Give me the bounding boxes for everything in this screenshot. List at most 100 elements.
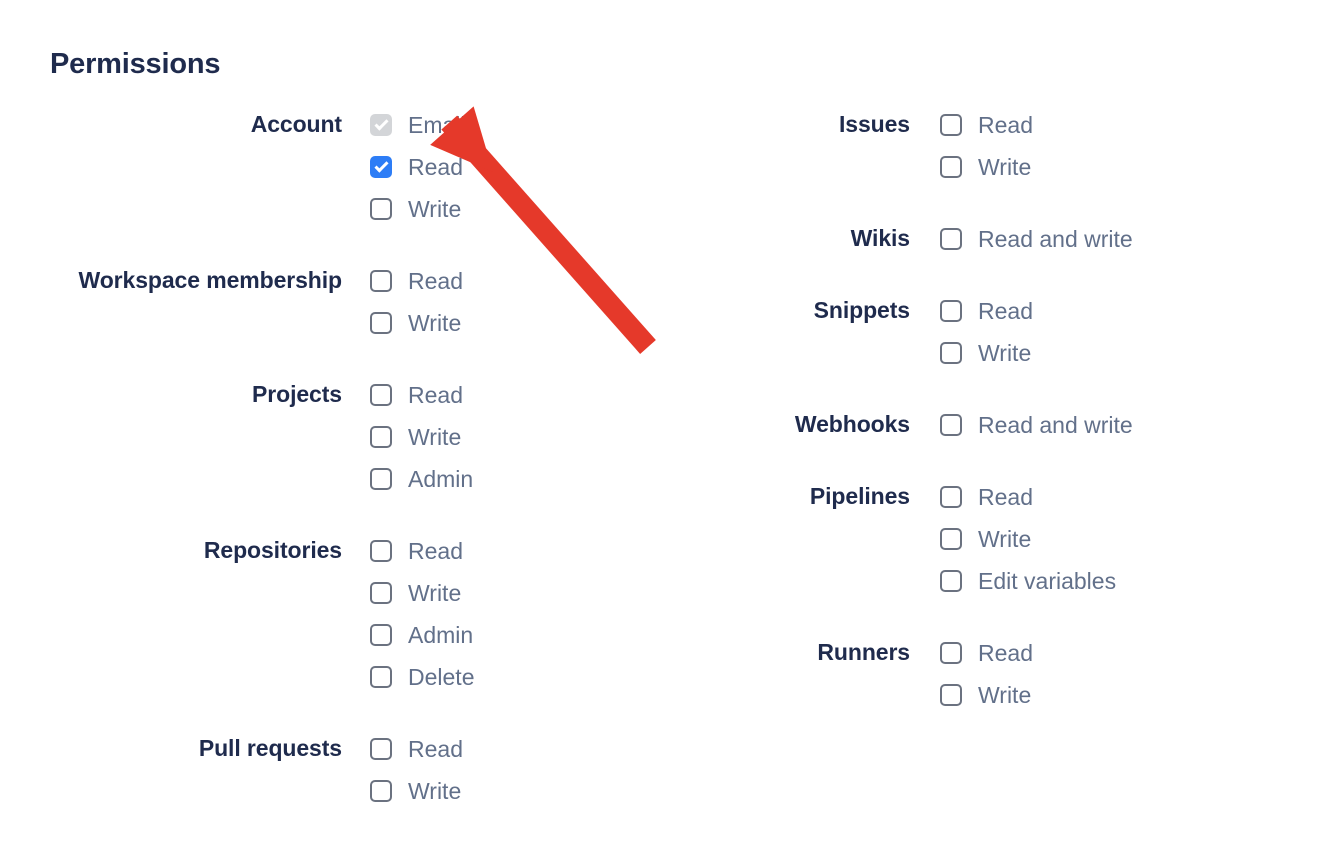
checkbox-repositories-admin[interactable] <box>370 624 392 646</box>
checkbox-wikis-read-and-write[interactable] <box>940 228 962 250</box>
permission-option-row[interactable]: Read <box>940 632 1322 674</box>
permission-option-row[interactable]: Read <box>370 260 660 302</box>
checkbox-projects-read[interactable] <box>370 384 392 406</box>
permission-option-row[interactable]: Write <box>370 572 660 614</box>
permission-option-label: Read <box>978 483 1033 510</box>
permission-option-list: Read and write <box>910 404 1322 446</box>
permission-option-label: Write <box>408 777 462 804</box>
permission-option-label: Write <box>408 195 462 222</box>
permission-option-label: Read <box>408 735 463 762</box>
permission-option-label: Write <box>978 153 1032 180</box>
permission-option-row[interactable]: Write <box>940 518 1322 560</box>
permission-option-label: Read <box>978 639 1033 666</box>
checkbox-snippets-write[interactable] <box>940 342 962 364</box>
permission-group-label: Webhooks <box>794 411 910 437</box>
permission-option-label: Write <box>978 339 1032 366</box>
checkbox-projects-admin[interactable] <box>370 468 392 490</box>
permission-option-row[interactable]: Edit variables <box>940 560 1322 602</box>
permission-option-row[interactable]: Write <box>370 302 660 344</box>
permission-option-row[interactable]: Admin <box>370 458 660 500</box>
permission-option-label: Read <box>978 111 1033 138</box>
checkbox-pull-requests-read[interactable] <box>370 738 392 760</box>
check-icon <box>374 116 389 131</box>
checkbox-repositories-delete[interactable] <box>370 666 392 688</box>
permission-option-label: Write <box>978 681 1032 708</box>
checkbox-account-read[interactable] <box>370 156 392 178</box>
permission-option-row[interactable]: Read <box>370 530 660 572</box>
permission-option-label: Read <box>408 381 463 408</box>
checkbox-projects-write[interactable] <box>370 426 392 448</box>
permission-group-label: Issues <box>838 111 910 137</box>
permission-option-label: Write <box>408 309 462 336</box>
permission-group-label: Repositories <box>203 537 342 563</box>
permission-option-label: Read <box>408 153 463 180</box>
permission-option-row[interactable]: Read <box>370 728 660 770</box>
page-title: Permissions <box>50 48 221 80</box>
permission-option-list: Read and write <box>910 218 1322 260</box>
checkbox-account-email <box>370 114 392 136</box>
checkbox-runners-read[interactable] <box>940 642 962 664</box>
permission-option-label: Write <box>408 423 462 450</box>
permission-group-webhooks: Webhooks Read and write <box>660 404 1322 446</box>
permission-option-row[interactable]: Admin <box>370 614 660 656</box>
permission-option-row[interactable]: Read <box>940 104 1322 146</box>
permission-option-row[interactable]: Read and write <box>940 404 1322 446</box>
permission-group-label: Wikis <box>850 225 910 251</box>
checkbox-webhooks-read-and-write[interactable] <box>940 414 962 436</box>
checkbox-pipelines-read[interactable] <box>940 486 962 508</box>
checkbox-pipelines-edit-variables[interactable] <box>940 570 962 592</box>
permission-option-label: Read <box>408 537 463 564</box>
permission-option-row[interactable]: Write <box>940 674 1322 716</box>
check-icon <box>374 158 389 173</box>
permission-group-label: Snippets <box>813 297 910 323</box>
permission-option-row[interactable]: Read <box>370 374 660 416</box>
checkbox-pipelines-write[interactable] <box>940 528 962 550</box>
permission-group-label: Runners <box>817 639 910 665</box>
permission-group-label: Pull requests <box>198 735 342 761</box>
permission-option-label: Write <box>408 579 462 606</box>
permission-option-row[interactable]: Write <box>370 416 660 458</box>
permission-option-row[interactable]: Write <box>370 770 660 812</box>
permission-option-row[interactable]: Read and write <box>940 218 1322 260</box>
checkbox-runners-write[interactable] <box>940 684 962 706</box>
checkbox-issues-write[interactable] <box>940 156 962 178</box>
permission-option-row[interactable]: Read <box>940 290 1322 332</box>
checkbox-snippets-read[interactable] <box>940 300 962 322</box>
permission-option-label: Email <box>408 111 466 138</box>
checkbox-repositories-read[interactable] <box>370 540 392 562</box>
permission-option-row[interactable]: Read <box>370 146 660 188</box>
permission-option-label: Admin <box>408 621 474 648</box>
permission-option-row[interactable]: Write <box>940 146 1322 188</box>
checkbox-workspace-membership-write[interactable] <box>370 312 392 334</box>
checkbox-issues-read[interactable] <box>940 114 962 136</box>
checkbox-repositories-write[interactable] <box>370 582 392 604</box>
permission-option-row[interactable]: Write <box>370 188 660 230</box>
permission-option-label: Write <box>978 525 1032 552</box>
permission-option-row[interactable]: Write <box>940 332 1322 374</box>
permission-group-wikis: Wikis Read and write <box>660 218 1322 260</box>
checkbox-account-write[interactable] <box>370 198 392 220</box>
checkbox-pull-requests-write[interactable] <box>370 780 392 802</box>
checkbox-workspace-membership-read[interactable] <box>370 270 392 292</box>
permission-group-label: Projects <box>252 381 342 407</box>
permission-option-label: Admin <box>408 465 474 492</box>
permission-option-row[interactable]: Read <box>940 476 1322 518</box>
permission-option-label: Read and write <box>978 411 1133 438</box>
permission-option-label: Read <box>978 297 1033 324</box>
permission-option-row[interactable]: Delete <box>370 656 660 698</box>
